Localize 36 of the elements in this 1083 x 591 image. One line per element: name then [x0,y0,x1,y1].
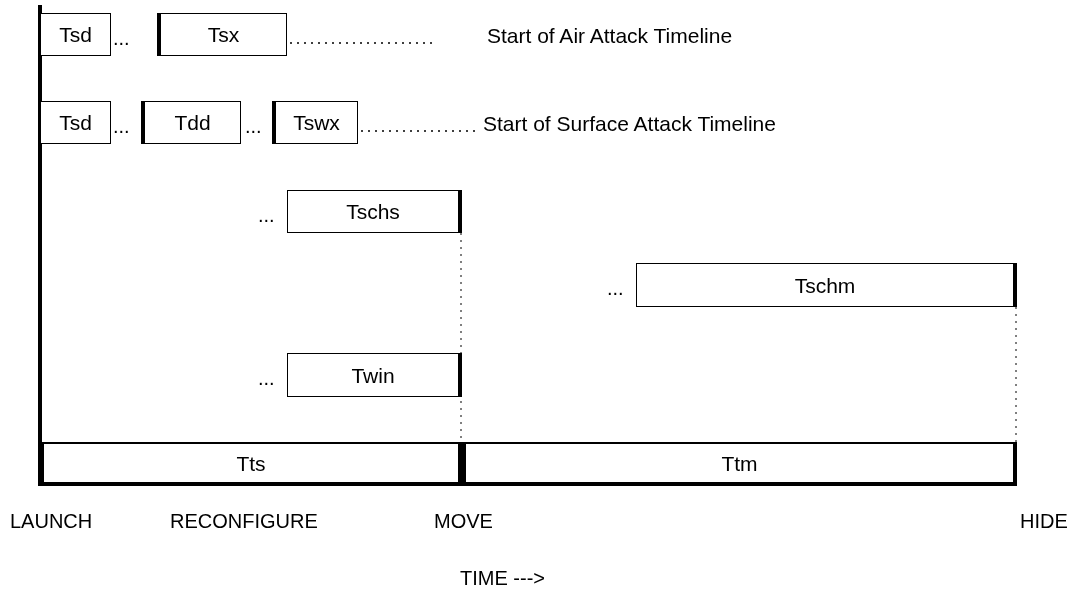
time-interval-box [40,13,111,56]
ellipsis-dots: ... [258,205,275,225]
interval-label: Tsd [59,112,92,133]
interval-label: Tdd [174,112,211,133]
milestone-label: RECONFIGURE [170,511,318,531]
interval-label: Tsx [207,24,240,45]
interval-label: Ttm [721,452,758,474]
time-interval-box [141,101,241,144]
milestone-label: MOVE [434,511,493,531]
time-interval-box [40,442,462,486]
time-interval-box [287,353,462,397]
timeline-caption: Start of Air Attack Timeline [487,24,733,46]
time-interval-box [287,190,462,233]
time-interval-box [272,101,358,144]
interval-label: Tts [236,452,266,474]
timeline-caption: Start of Surface Attack Timeline [483,112,776,134]
interval-label: Twin [351,364,395,386]
axis-label: TIME ---> [460,568,545,588]
dotted-leader-line [360,130,476,132]
interval-label: Tschs [346,201,400,222]
ellipsis-dots: ... [113,28,130,48]
ellipsis-dots: ... [245,116,262,136]
dotted-guide-line [1015,306,1017,443]
milestone-label: HIDE [1020,511,1068,531]
interval-label: Tschm [794,274,856,296]
ellipsis-dots: ... [258,368,275,388]
time-interval-box [157,13,287,56]
interval-label: Tswx [293,112,340,133]
milestone-label: LAUNCH [10,511,93,531]
ellipsis-dots: ... [607,278,624,298]
dotted-leader-line [289,42,433,44]
time-interval-box [462,442,1017,486]
time-interval-box [636,263,1017,307]
ellipsis-dots: ... [113,116,130,136]
time-interval-box [40,101,111,144]
interval-label: Tsd [59,24,92,45]
